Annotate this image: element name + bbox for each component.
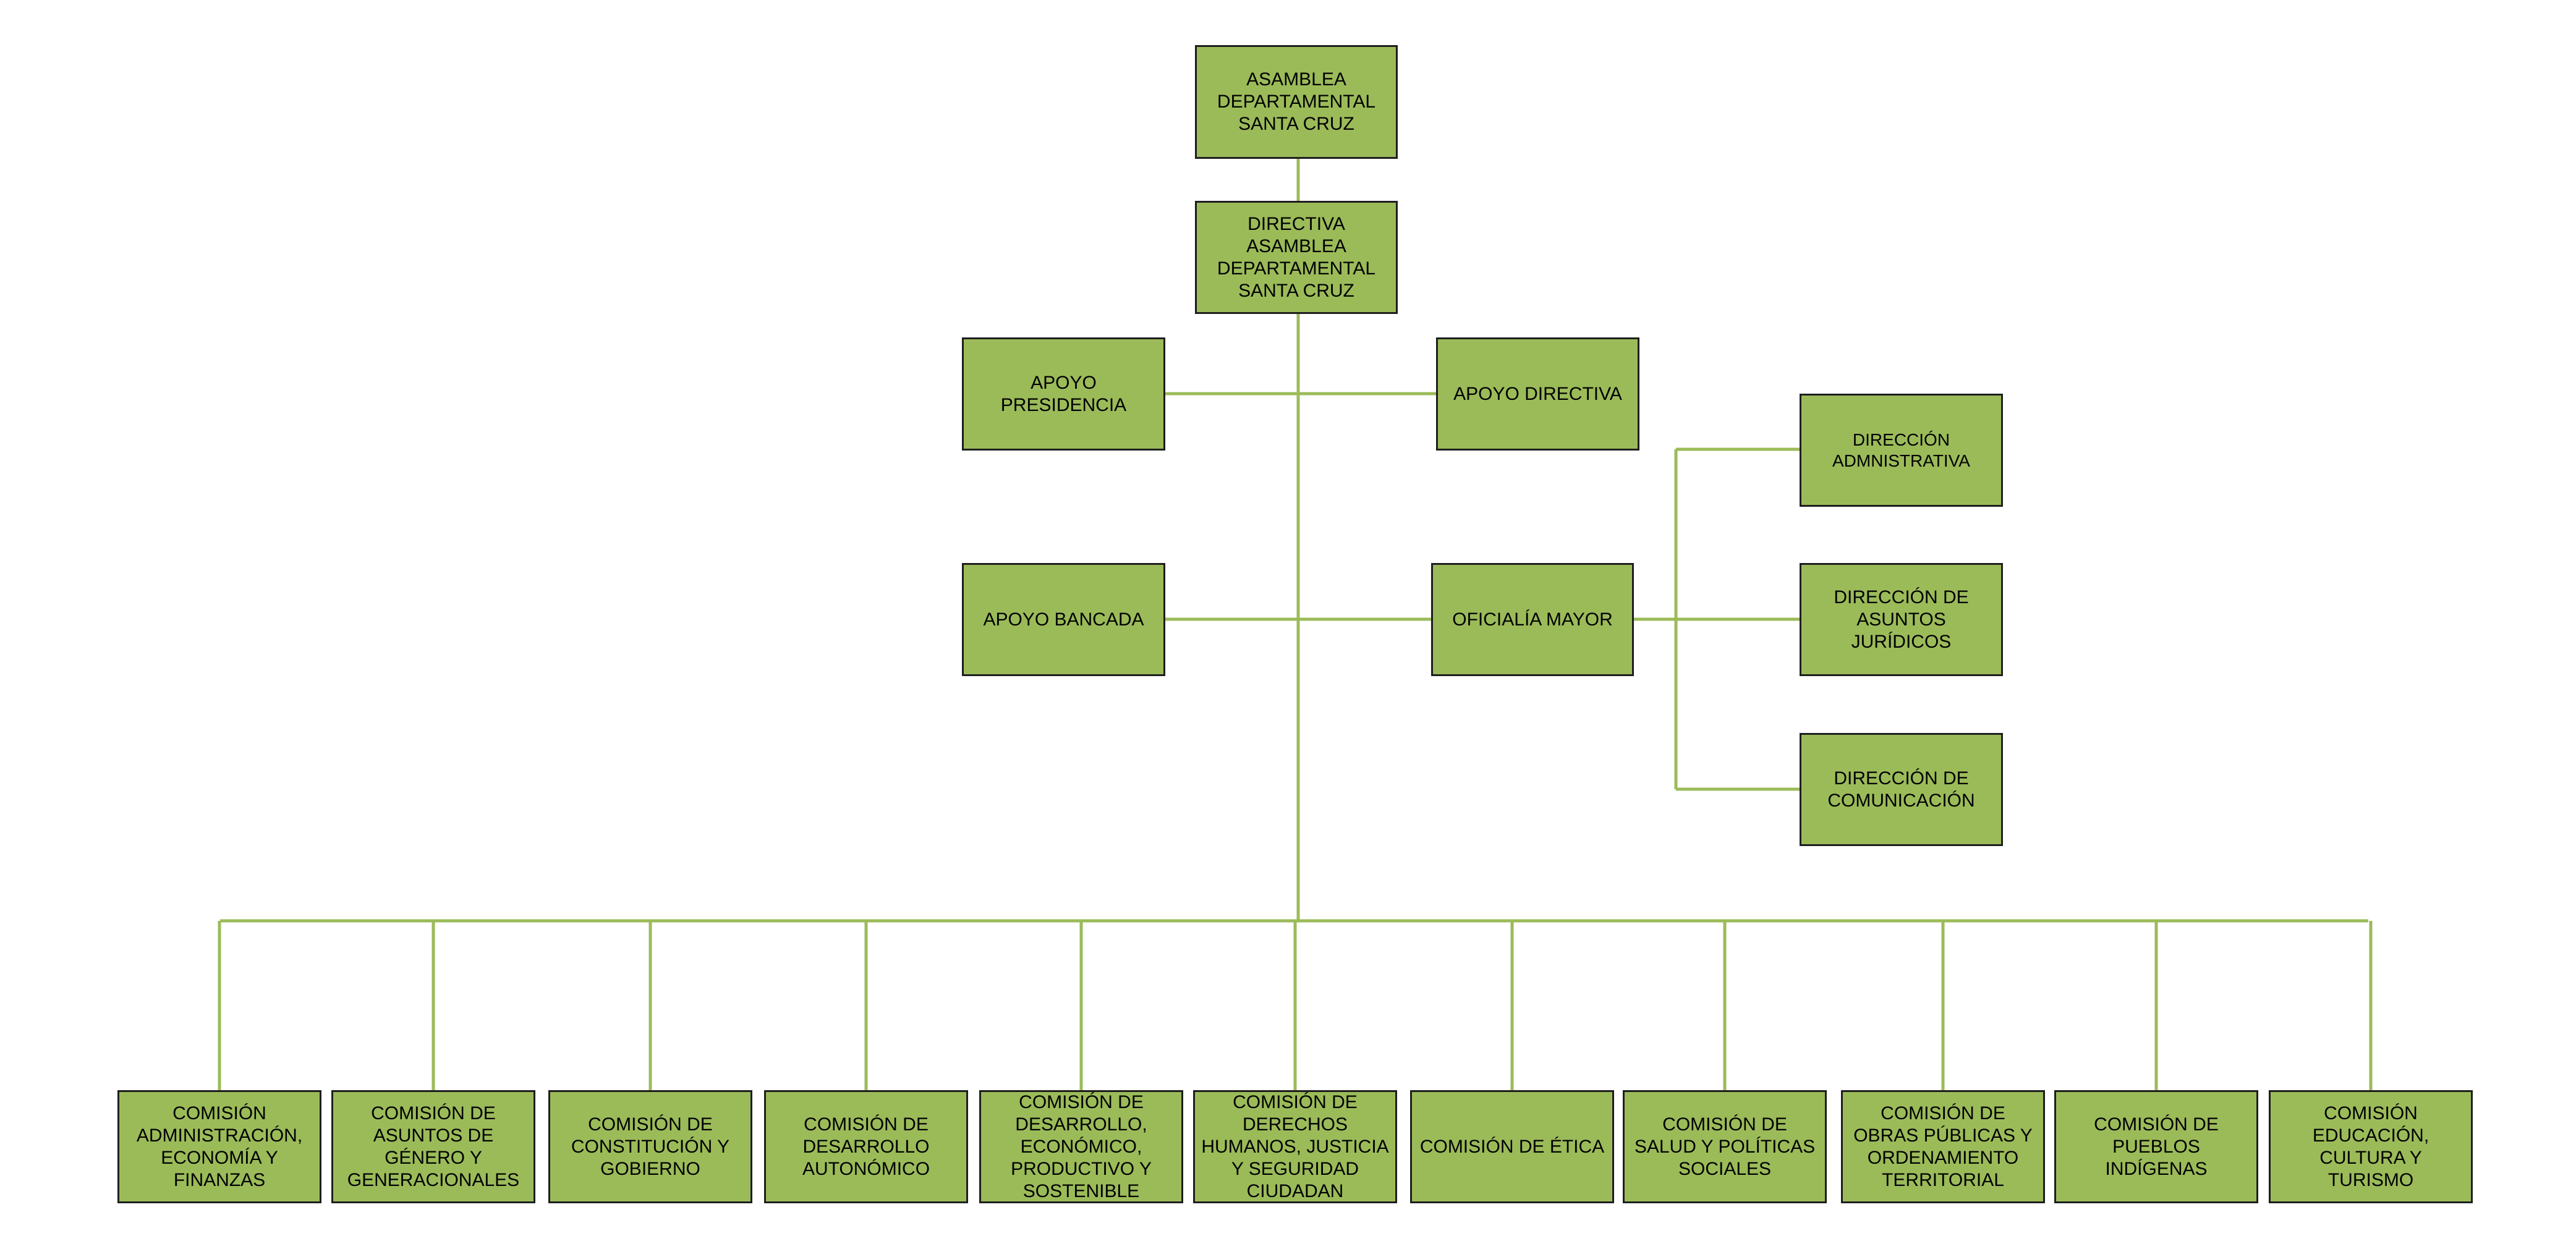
commission-box: COMISIÓN DE OBRAS PÚBLICAS Y ORDENAMIENT…: [1841, 1090, 2045, 1203]
direccion-asuntos-juridicos-box: DIRECCIÓN DE ASUNTOS JURÍDICOS: [1800, 563, 2003, 676]
commission-box: COMISIÓN DE DESARROLLO, ECONÓMICO, PRODU…: [979, 1090, 1183, 1203]
apoyo-presidencia-box: APOYO PRESIDENCIA: [962, 337, 1165, 451]
direccion-administrativa-box: DIRECCIÓN ADMNISTRATIVA: [1800, 394, 2003, 507]
commission-box: COMISIÓN ADMINISTRACIÓN, ECONOMÍA Y FINA…: [117, 1090, 321, 1203]
commission-box: COMISIÓN DE DERECHOS HUMANOS, JUSTICIA Y…: [1193, 1090, 1397, 1203]
asamblea-departamental-box: ASAMBLEA DEPARTAMENTAL SANTA CRUZ: [1195, 45, 1398, 159]
directiva-asamblea-box: DIRECTIVA ASAMBLEA DEPARTAMENTAL SANTA C…: [1195, 201, 1398, 314]
commission-box: COMISIÓN DE CONSTITUCIÓN Y GOBIERNO: [548, 1090, 752, 1203]
commission-box: COMISIÓN DE DESARROLLO AUTONÓMICO: [764, 1090, 968, 1203]
commission-box: COMISIÓN EDUCACIÓN, CULTURA Y TURISMO: [2269, 1090, 2473, 1203]
direccion-comunicacion-box: DIRECCIÓN DE COMUNICACIÓN: [1800, 733, 2003, 846]
apoyo-bancada-box: APOYO BANCADA: [962, 563, 1165, 676]
oficialia-mayor-box: OFICIALÍA MAYOR: [1431, 563, 1634, 676]
commission-box: COMISIÓN DE PUEBLOS INDÍGENAS: [2054, 1090, 2258, 1203]
commission-box: COMISIÓN DE ASUNTOS DE GÉNERO Y GENERACI…: [331, 1090, 535, 1203]
apoyo-directiva-box: APOYO DIRECTIVA: [1436, 337, 1639, 451]
commission-box: COMISIÓN DE SALUD Y POLÍTICAS SOCIALES: [1623, 1090, 1827, 1203]
commission-box: COMISIÓN DE ÉTICA: [1410, 1090, 1614, 1203]
